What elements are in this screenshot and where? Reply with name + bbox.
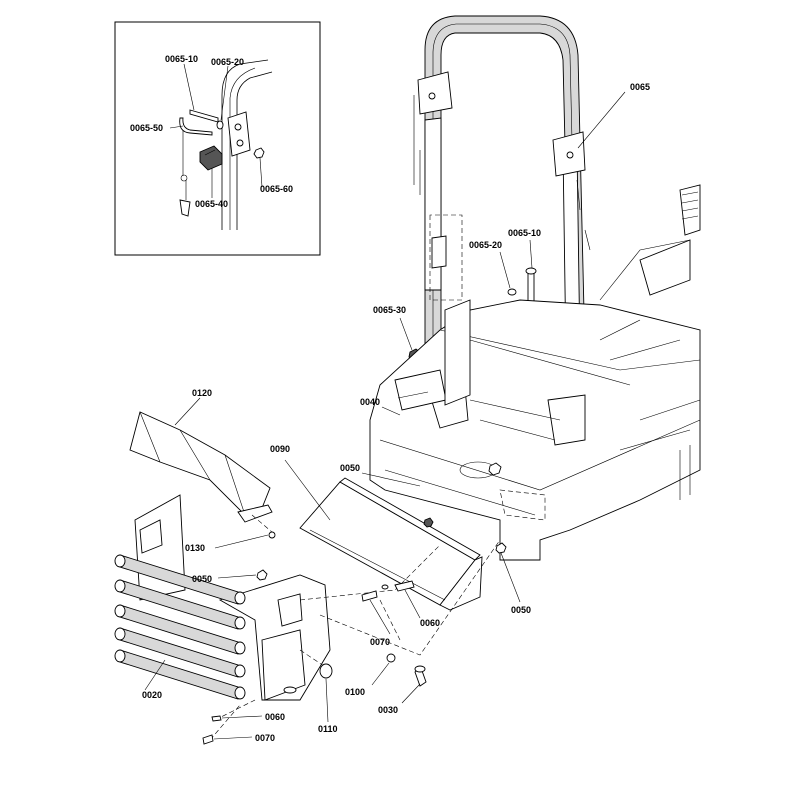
bumper-0020: 0020 0050: [114, 494, 331, 701]
inset-frame: [114, 21, 321, 256]
label-0065-20: 0065-20: [469, 240, 502, 250]
label-0030: 0030: [378, 705, 398, 715]
label-0120: 0120: [192, 388, 212, 398]
label-0130: 0130: [185, 543, 205, 553]
label-0060-bottom: 0060: [265, 712, 285, 722]
label-0090: 0090: [270, 444, 290, 454]
label-inset-0065-50: 0065-50: [130, 123, 163, 133]
plug-0110: [319, 663, 333, 679]
label-0050-frame: 0050: [340, 463, 360, 473]
label-0110: 0110: [318, 724, 338, 734]
label-0065-30: 0065-30: [373, 305, 406, 315]
assembly-lines: [209, 539, 501, 741]
label-0020: 0020: [142, 690, 162, 700]
label-0050-bumper: 0050: [192, 574, 212, 584]
label-0100: 0100: [345, 687, 365, 697]
shield-0120: 0120 0130: [129, 388, 276, 553]
label-0070-mid: 0070: [370, 637, 390, 647]
bolt-0065-10: [527, 271, 535, 303]
label-0040: 0040: [360, 397, 380, 407]
label-0060-mid: 0060: [420, 618, 440, 628]
label-0050-right: 0050: [511, 605, 531, 615]
inset-detail: 0065-10 0065-20 0065-50 0065-40 0065-60: [114, 21, 321, 256]
label-inset-0065-10: 0065-10: [165, 54, 198, 64]
label-inset-0065-60: 0065-60: [260, 184, 293, 194]
callout-0050-frame: 0050 0050: [340, 463, 531, 615]
label-inset-0065-20: 0065-20: [211, 57, 244, 67]
inset-knob: [199, 145, 223, 171]
mount-hardware: 0065-10 0065-20 0065-30: [373, 214, 541, 362]
label-0065-10: 0065-10: [508, 228, 541, 238]
tray-0090: 0090: [270, 444, 483, 611]
label-inset-0065-40: 0065-40: [195, 199, 228, 209]
inset-nut: [253, 147, 265, 159]
washer-0100: [386, 653, 396, 663]
label-0070-bottom: 0070: [255, 733, 275, 743]
washer-0065-20: [507, 288, 517, 296]
bottom-hardware: 0060 0070 0100 0030 0110 0060 0070: [202, 580, 440, 745]
frame: 0040: [360, 184, 701, 561]
inset-lanyard-pin: [179, 117, 213, 136]
label-0065: 0065: [630, 82, 650, 92]
